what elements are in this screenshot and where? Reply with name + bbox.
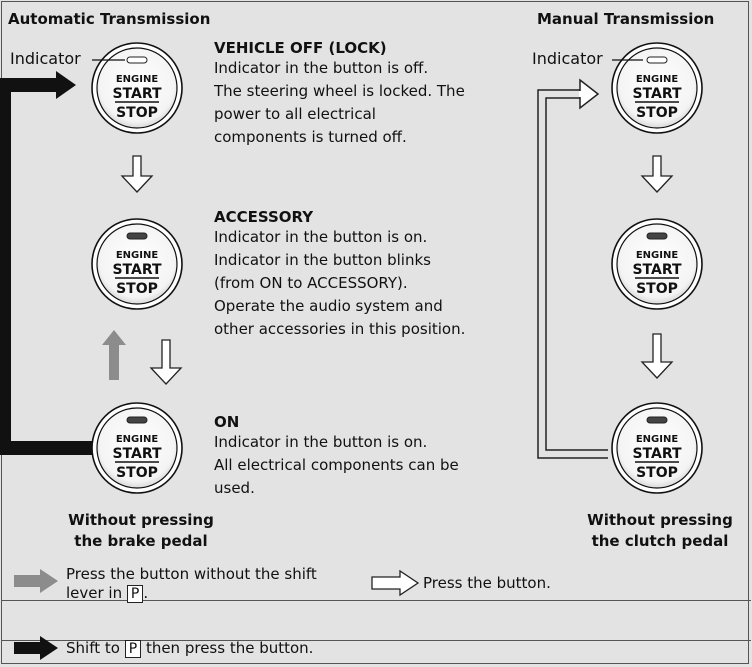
mode-off-description: VEHICLE OFF (LOCK) Indicator in the butt… xyxy=(214,39,465,149)
button-label-stop: STOP xyxy=(636,105,678,121)
mode-off-title: VEHICLE OFF (LOCK) xyxy=(214,39,387,57)
legend-white-arrow xyxy=(371,569,420,597)
mode-off-line: The steering wheel is locked. The xyxy=(214,82,465,100)
mode-on-title: ON xyxy=(214,413,240,431)
button-label-start: START xyxy=(632,262,682,278)
gray-up-arrow xyxy=(102,330,126,380)
mode-off-line: power to all electrical xyxy=(214,105,376,123)
down-arrow-manual-1 xyxy=(640,155,674,193)
automatic-caption: Without pressing the brake pedal xyxy=(56,510,226,552)
mode-on-line: All electrical components can be xyxy=(214,456,459,474)
legend-divider-bottom xyxy=(1,640,751,641)
legend-gray-line: lever in P. xyxy=(66,584,317,603)
button-label-start: START xyxy=(112,86,162,102)
indicator-label-auto: Indicator xyxy=(10,49,81,68)
legend-gray-text: Press the button without the shift lever… xyxy=(66,565,317,603)
button-label-start: START xyxy=(112,262,162,278)
mode-accessory-title: ACCESSORY xyxy=(214,208,314,226)
mode-accessory-description: ACCESSORY Indicator in the button is on.… xyxy=(214,208,465,341)
legend-gray-text-part: . xyxy=(143,584,149,602)
button-label-stop: STOP xyxy=(116,105,158,121)
down-arrow-manual-2 xyxy=(640,333,674,379)
mode-accessory-line: Operate the audio system and xyxy=(214,297,443,315)
indicator-lamp xyxy=(126,56,148,64)
manual-caption: Without pressing the clutch pedal xyxy=(575,510,745,552)
down-arrow-auto-1 xyxy=(120,155,154,193)
mode-on-line: used. xyxy=(214,479,255,497)
black-return-arrow xyxy=(0,71,95,455)
legend-black-text-part: then press the button. xyxy=(145,639,314,657)
button-label-stop: STOP xyxy=(116,281,158,297)
button-label-stop: STOP xyxy=(636,281,678,297)
mode-off-line: Indicator in the button is off. xyxy=(214,59,429,77)
automatic-transmission-header: Automatic Transmission xyxy=(8,10,211,28)
white-return-arrow xyxy=(537,78,608,459)
button-label-start: START xyxy=(632,86,682,102)
automatic-caption-line: the brake pedal xyxy=(74,532,208,550)
indicator-lamp xyxy=(646,232,668,240)
park-symbol: P xyxy=(126,585,144,603)
legend-gray-arrow xyxy=(14,569,58,593)
button-label-engine: ENGINE xyxy=(636,74,678,85)
legend-black-text-part: Shift to xyxy=(66,639,120,657)
mode-accessory-line: other accessories in this position. xyxy=(214,320,466,338)
automatic-caption-line: Without pressing xyxy=(68,511,214,529)
button-label-engine: ENGINE xyxy=(636,250,678,261)
legend-black-text: Shift to P then press the button. xyxy=(66,637,313,660)
mode-off-line: components is turned off. xyxy=(214,128,407,146)
mode-accessory-line: Indicator in the button is on. xyxy=(214,228,428,246)
legend-divider-top xyxy=(1,600,751,601)
indicator-lamp xyxy=(646,416,668,424)
button-label-engine: ENGINE xyxy=(116,434,158,445)
legend-white-text: Press the button. xyxy=(423,574,551,592)
indicator-label-manual: Indicator xyxy=(532,49,603,68)
indicator-lamp xyxy=(646,56,668,64)
button-label-start: START xyxy=(112,446,162,462)
indicator-lamp xyxy=(126,416,148,424)
button-label-stop: STOP xyxy=(636,465,678,481)
manual-transmission-header: Manual Transmission xyxy=(537,10,715,28)
mode-accessory-line: (from ON to ACCESSORY). xyxy=(214,274,408,292)
legend-gray-text-part: lever in xyxy=(66,584,123,602)
manual-caption-line: Without pressing xyxy=(587,511,733,529)
button-label-stop: STOP xyxy=(116,465,158,481)
mode-on-description: ON Indicator in the button is on. All el… xyxy=(214,413,459,500)
button-label-start: START xyxy=(632,446,682,462)
mode-on-line: Indicator in the button is on. xyxy=(214,433,428,451)
button-label-engine: ENGINE xyxy=(116,250,158,261)
button-label-engine: ENGINE xyxy=(116,74,158,85)
mode-accessory-line: Indicator in the button blinks xyxy=(214,251,431,269)
down-arrow-auto-2 xyxy=(149,339,183,385)
legend-black-arrow xyxy=(14,636,58,660)
indicator-lamp xyxy=(126,232,148,240)
button-label-engine: ENGINE xyxy=(636,434,678,445)
park-symbol: P xyxy=(124,640,142,658)
manual-caption-line: the clutch pedal xyxy=(591,532,729,550)
legend-gray-line: Press the button without the shift xyxy=(66,565,317,583)
